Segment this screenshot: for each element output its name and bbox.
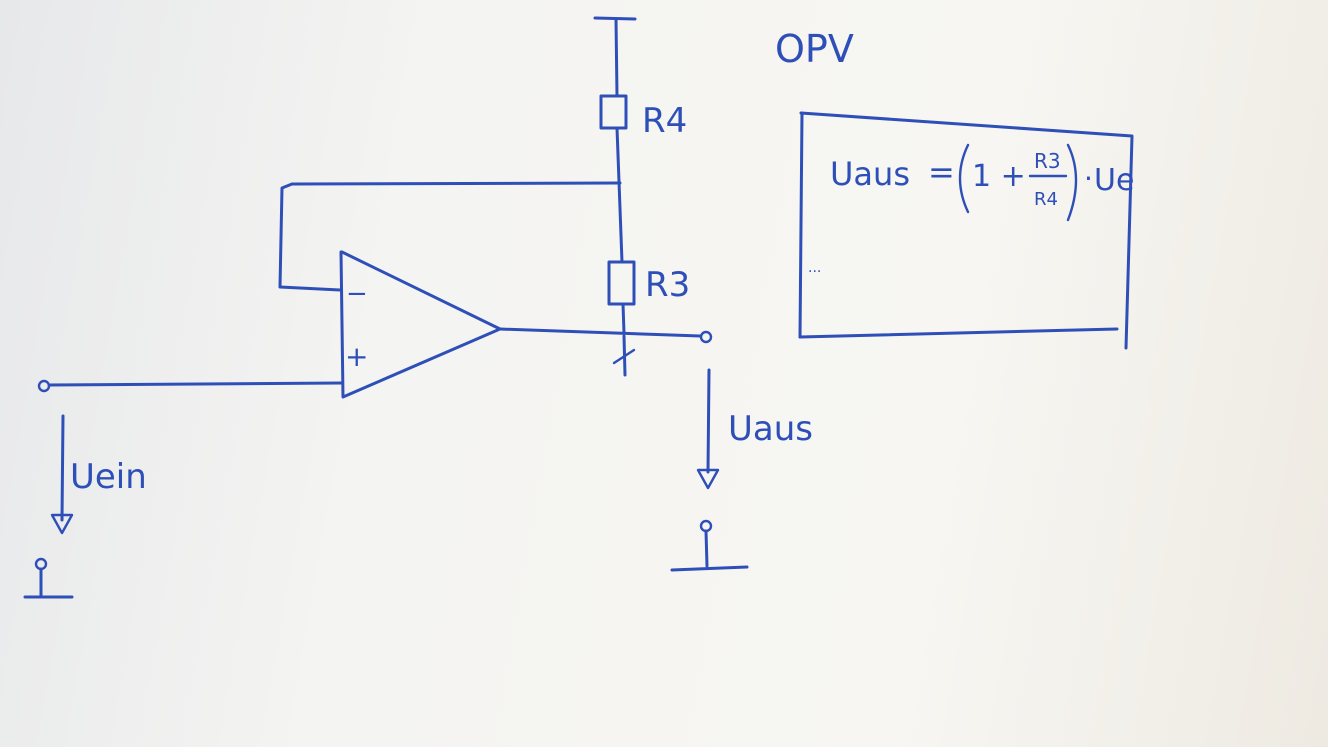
formula-rhs: Ue: [1094, 163, 1134, 198]
formula: Uaus = 1 + R3 R4 · Ue ...: [808, 143, 1134, 276]
resistor-r3-label: R3: [645, 265, 690, 305]
u-aus-label: Uaus: [728, 409, 813, 449]
formula-one-plus: 1 +: [972, 159, 1026, 194]
supply-symbol: [593, 16, 637, 98]
formula-lhs: Uaus: [830, 155, 910, 193]
formula-times: ·: [1084, 162, 1093, 195]
u-ein-arrow: [50, 414, 74, 535]
u-aus-arrow: [696, 368, 720, 490]
inverting-input-label: −: [346, 279, 368, 309]
formula-equals: =: [928, 153, 955, 191]
formula-right-paren: [1066, 143, 1078, 222]
diagram-title: OPV: [775, 27, 854, 71]
formula-numerator: R3: [1034, 149, 1061, 173]
formula-left-paren: [958, 143, 970, 214]
resistor-r3: [607, 260, 636, 335]
op-amp-triangle: [339, 250, 502, 399]
output-wire: [498, 327, 713, 377]
noninverting-input-label: +: [345, 340, 368, 373]
u-ein-label: Uein: [70, 457, 147, 497]
input-ground-symbol: [23, 557, 74, 599]
formula-note: ...: [808, 260, 821, 276]
formula-denominator: R4: [1034, 189, 1058, 210]
formula-box: [798, 111, 1134, 350]
resistor-r4: [599, 94, 628, 264]
resistor-r4-label: R4: [642, 101, 687, 141]
feedback-wire: [278, 181, 622, 292]
input-wire: [37, 379, 344, 393]
output-ground-symbol: [670, 519, 749, 572]
